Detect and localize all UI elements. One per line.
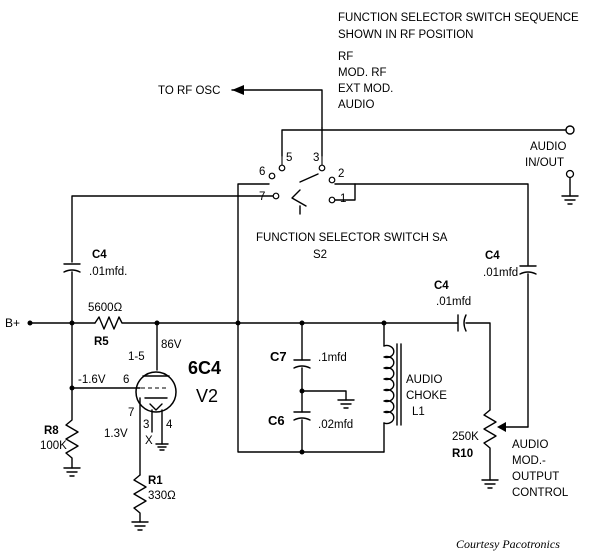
r5-value: 5600Ω [88,302,123,314]
c7-c6-ground-wire [301,390,347,401]
switch-pin-7: 7 [259,191,265,203]
header-line-2: SHOWN IN RF POSITION [338,29,473,41]
arrow-left-icon [232,85,244,95]
c4-mid-value: .01mfd [436,296,471,308]
c4-right-label: C4 [485,250,500,262]
to-rf-osc-label: TO RF OSC [158,85,220,97]
c4-mid-label: C4 [434,280,449,292]
cathode-pin: 7 [128,407,134,419]
r5-label: R5 [94,336,109,348]
c4-left-value: .01mfd. [89,266,127,278]
switch-ref: S2 [313,249,327,261]
switch-pin-5: 5 [286,152,292,164]
plate-pins: 1-5 [128,351,145,363]
rf-osc-wire [231,89,323,129]
ground-icon [63,467,81,477]
r10-label: R10 [452,448,473,460]
audio-io-label-1: AUDIO [530,141,566,153]
r1-label: R1 [148,475,163,487]
switch-rotor [291,189,307,207]
c4-left-label: C4 [92,249,107,261]
c6-value: .02mfd [318,419,353,431]
sequence-mod-rf: MOD. RF [338,67,387,79]
header-line-1: FUNCTION SELECTOR SWITCH SEQUENCE [338,12,579,24]
control-label-1: AUDIO [512,439,548,451]
grid-voltage: -1.6V [78,374,106,386]
switch-pin-6: 6 [259,166,265,178]
audio-io-terminal [565,125,575,135]
switch-pin7-lead [71,195,274,263]
control-label-3: OUTPUT [512,471,559,483]
resistor-r8 [65,322,79,469]
capacitor-c4-left [63,263,81,324]
tube-heater [149,403,163,411]
control-label-2: MOD.- [512,455,546,467]
capacitor-c7 [293,359,311,413]
c7-value: .1mfd [318,352,347,364]
control-label-4: CONTROL [512,487,569,499]
r1-value: 330Ω [148,490,176,502]
sequence-ext-mod: EXT MOD. [338,83,393,95]
switch-pin2-lead [334,183,529,266]
switch-name: FUNCTION SELECTOR SWITCH SA [256,232,448,244]
heater-pin-x: X [145,435,153,447]
tube-ref: V2 [196,386,218,406]
choke-core [396,343,402,426]
choke-label-1: AUDIO [406,374,442,386]
cathode-voltage: 1.3V [104,428,128,440]
capacitor-c6 [293,411,311,453]
wiper-arrow-icon [497,422,506,432]
choke-label-3: L1 [412,406,425,418]
switch-pin-1: 1 [340,193,346,205]
ground-icon [561,195,579,205]
switch-wiper [299,173,319,183]
capacitor-c4-right [519,265,537,428]
r10-value: 250K [452,431,479,443]
tank-left-wire [237,322,385,453]
heater-pin-3: 3 [143,419,149,431]
tube-type: 6C4 [188,358,221,378]
heater-leads [151,409,163,445]
switch-pin-3: 3 [313,152,319,164]
ground-icon [155,443,169,451]
r8-label: R8 [44,425,59,437]
r8-value: 100K [40,440,67,452]
switch-top-wire [281,129,567,157]
switch-pin6-lead [237,183,270,324]
resistor-r5 [94,316,459,330]
choke-label-2: CHOKE [406,390,447,402]
plate-voltage: 86V [161,339,182,351]
audio-io-label-2: IN/OUT [525,157,564,169]
vacuum-tube-v2 [135,371,177,413]
grid-pin: 6 [123,374,129,386]
function-selector-switch: 6 5 3 2 7 1 FUNCTION SELECTOR SWITCH SA … [256,127,448,261]
ground-icon [481,479,499,489]
heater-pin-4: 4 [166,419,173,431]
bplus-label: B+ [5,316,20,330]
c6-label: C6 [268,413,285,428]
sequence-audio: AUDIO [338,99,374,111]
capacitor-c4-mid [457,314,491,411]
c7-label: C7 [270,349,287,364]
switch-sequence-header: FUNCTION SELECTOR SWITCH SEQUENCE SHOWN … [338,12,579,111]
sequence-rf: RF [338,51,353,63]
switch-pin1-lead [334,183,356,201]
resistor-r1 [133,474,147,523]
potentiometer-r10 [483,409,497,481]
ground-icon [131,521,149,531]
switch-pin-2: 2 [338,168,344,180]
audio-choke-l1 [383,344,395,425]
c4-right-value: .01mfd [483,267,518,279]
ground-icon [337,399,355,409]
credit-text: Courtesy Pacotronics [456,537,560,551]
audio-io-ground-terminal [565,169,575,179]
